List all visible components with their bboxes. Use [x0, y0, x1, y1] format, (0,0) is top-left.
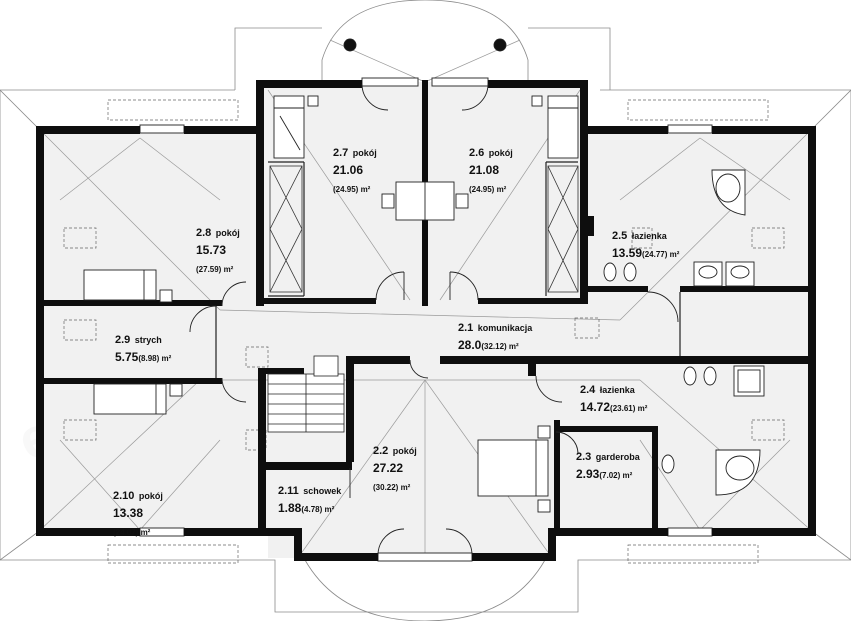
desk: [381, 181, 469, 221]
partitions: [215, 161, 681, 378]
bathroom-fixtures: [343, 38, 765, 496]
height-limit-boxes: [63, 99, 785, 564]
doors: [189, 83, 679, 556]
wardrobes: [269, 165, 579, 293]
staircase: [267, 355, 345, 433]
beds: [83, 95, 579, 513]
walls: [36, 80, 816, 561]
